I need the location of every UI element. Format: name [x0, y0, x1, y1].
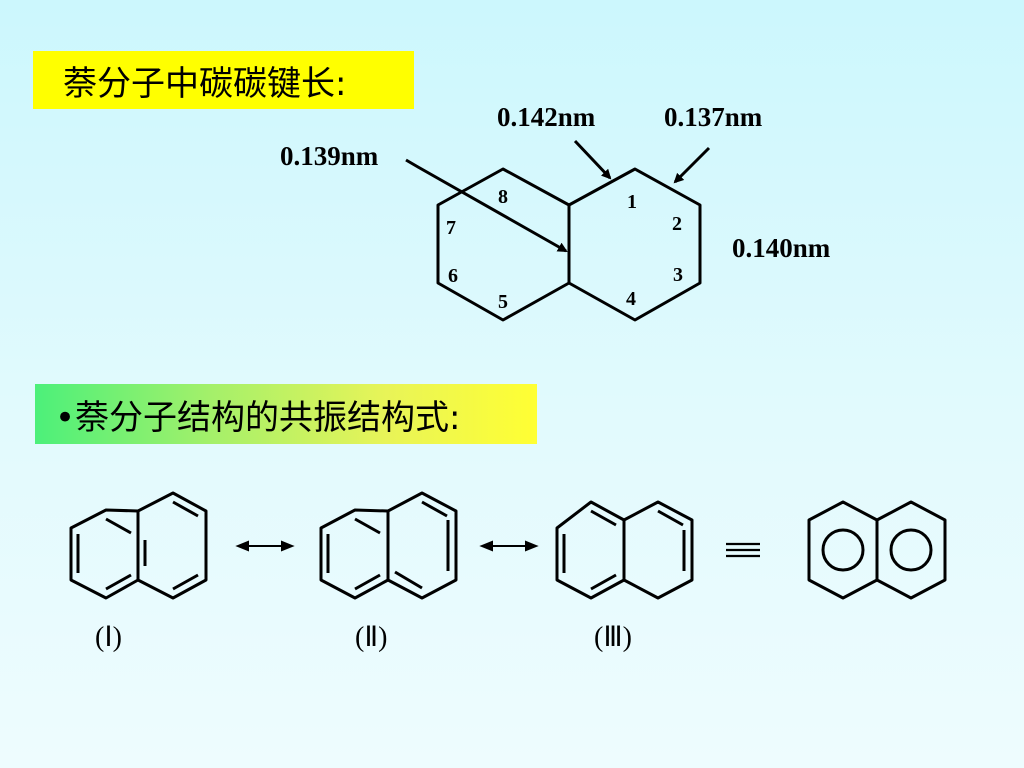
atom-number-4: 4	[626, 288, 636, 310]
atom-number-8: 8	[498, 186, 508, 208]
bond-length-heading: 萘分子中碳碳键长:	[33, 51, 414, 109]
atom-number-1: 1	[627, 191, 637, 213]
resonance-arrow-2	[479, 540, 539, 552]
resonance-label-3: (Ⅲ)	[594, 622, 632, 653]
arrow-c1-c9-bond	[573, 139, 612, 180]
resonance-label-2: (Ⅱ)	[355, 622, 387, 653]
atom-number-7: 7	[446, 217, 456, 239]
resonance-heading: •萘分子结构的共振结构式:	[35, 384, 537, 444]
atom-number-3: 3	[673, 264, 683, 286]
arrow-c9-c10-bond	[405, 158, 568, 253]
naphthalene-aromatic-circles	[807, 500, 947, 600]
arrow-c1-c2-bond	[673, 146, 711, 184]
equivalence-symbol	[726, 542, 760, 558]
resonance-structure-3	[555, 500, 694, 600]
bond-length-c2-c3: 0.140nm	[732, 233, 831, 263]
bond-length-c1-c9: 0.142nm	[497, 102, 596, 132]
resonance-arrow-1	[235, 540, 295, 552]
atom-number-5: 5	[498, 291, 508, 313]
naphthalene-skeleton	[436, 167, 702, 322]
atom-number-6: 6	[448, 265, 458, 287]
resonance-structure-1	[69, 491, 208, 600]
resonance-structure-2	[319, 491, 458, 600]
atom-number-2: 2	[672, 213, 682, 235]
bond-length-c1-c2: 0.137nm	[664, 102, 763, 132]
bond-length-c9-c10: 0.139nm	[280, 141, 379, 171]
resonance-label-1: (Ⅰ)	[95, 622, 122, 653]
